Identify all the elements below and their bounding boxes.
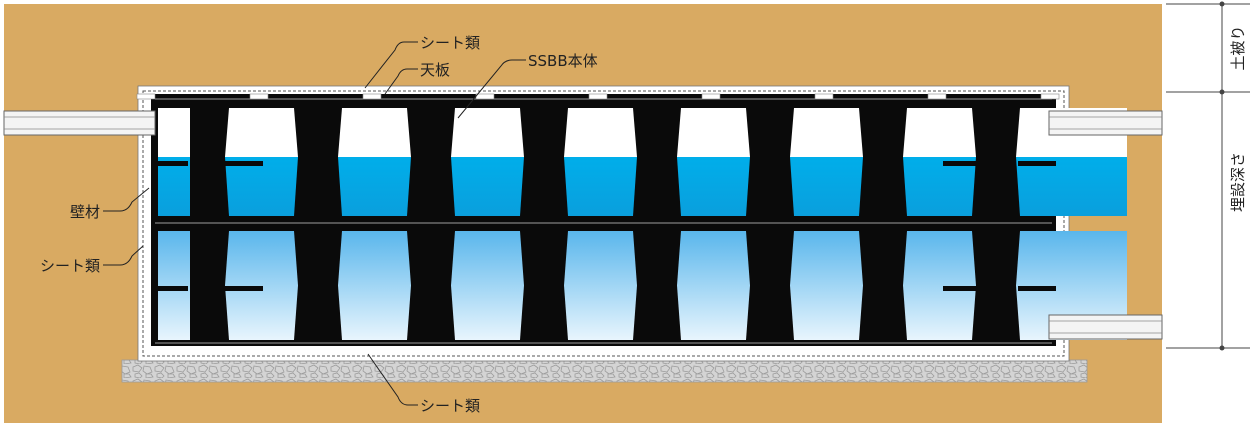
dimension-dot-mid <box>1219 89 1225 95</box>
cell-air-upper-2 <box>338 108 411 157</box>
cell-water-upper-3 <box>451 157 524 216</box>
cell-air-upper-4 <box>564 108 637 157</box>
outlet-pipe-right-upper <box>1048 110 1163 136</box>
label-wall-material: 壁材 <box>70 203 100 221</box>
cell-water-lower-7 <box>903 231 976 340</box>
top-plate-tab <box>475 93 495 100</box>
dimension-lines <box>1166 3 1250 350</box>
ssbb-structure <box>136 93 1127 346</box>
leader-wall <box>103 187 150 212</box>
label-sheet-left: シート類 <box>40 257 100 275</box>
cell-water-lower-3 <box>451 231 524 340</box>
cell-air-upper-3 <box>451 108 524 157</box>
cell-water-lower-1 <box>225 231 298 340</box>
cell-water-lower-4 <box>564 231 637 340</box>
top-plate-tab <box>1040 93 1060 100</box>
label-ssbb-body: SSBB本体 <box>528 52 598 70</box>
cell-water-upper-2 <box>338 157 411 216</box>
cell-air-upper-7 <box>903 108 976 157</box>
cell-water-lower-0 <box>158 231 190 340</box>
top-plate-tab <box>701 93 721 100</box>
cell-water-lower-9 <box>1049 231 1127 340</box>
top-plate-tab <box>249 93 269 100</box>
leader-top-plate <box>384 68 418 95</box>
leader-sheet-bottom <box>367 353 418 406</box>
wall-arm-left-inner <box>223 286 263 291</box>
label-burial-depth: 埋設深さ <box>1229 152 1247 212</box>
wall-arm-right-inner <box>943 161 983 166</box>
top-plate-tab <box>362 93 382 100</box>
label-sheet-top: シート類 <box>420 34 480 52</box>
top-plate-tab <box>927 93 947 100</box>
outlet-pipe-right-lower <box>1048 314 1163 340</box>
label-sheet-bottom: シート類 <box>420 397 480 415</box>
cell-air-upper-1 <box>225 108 298 157</box>
cell-water-lower-2 <box>338 231 411 340</box>
wall-arm-right <box>1018 286 1056 291</box>
cell-air-upper-6 <box>790 108 863 157</box>
gravel-foundation <box>121 359 1088 383</box>
cell-air-upper-0 <box>158 108 190 157</box>
cell-water-upper-6 <box>790 157 863 216</box>
wall-arm-left-inner <box>223 161 263 166</box>
cell-water-upper-5 <box>677 157 750 216</box>
top-plate-tab <box>588 93 608 100</box>
dimension-dot-bottom <box>1219 345 1225 351</box>
wall-arm-left <box>151 161 188 166</box>
wall-arm-right <box>1018 161 1056 166</box>
cell-water-upper-4 <box>564 157 637 216</box>
cell-water-lower-5 <box>677 231 750 340</box>
wall-arm-left <box>151 286 188 291</box>
label-cover-depth: 土被り <box>1229 25 1247 70</box>
dimension-dot-top <box>1219 1 1225 7</box>
inlet-pipe-left <box>3 110 156 136</box>
cell-water-upper-1 <box>225 157 298 216</box>
leader-sheet-left <box>103 245 144 266</box>
top-plate-tab <box>136 93 156 100</box>
wall-arm-right-inner <box>943 286 983 291</box>
cell-water-upper-0 <box>158 157 190 216</box>
cell-air-upper-5 <box>677 108 750 157</box>
top-plate-tab <box>814 93 834 100</box>
cell-water-upper-9 <box>1049 157 1127 216</box>
leader-ssbb-body <box>457 59 526 119</box>
leader-lines <box>103 41 526 406</box>
cell-water-upper-7 <box>903 157 976 216</box>
label-top-plate: 天板 <box>420 61 450 79</box>
cell-water-lower-6 <box>790 231 863 340</box>
leader-sheet-top <box>364 41 418 89</box>
sheet-dashed-line <box>142 90 1065 357</box>
